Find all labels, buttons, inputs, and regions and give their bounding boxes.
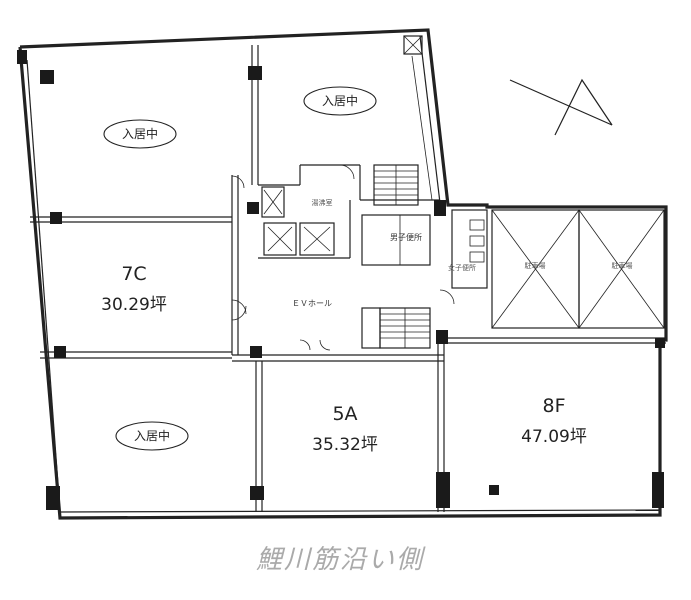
car-parks <box>491 209 665 329</box>
car-park-2-label: 駐車場 <box>612 261 633 270</box>
mens-toilet-label: 男子便所 <box>390 232 422 242</box>
top-right-shaft <box>403 35 433 201</box>
occupied-badge-label: 入居中 <box>134 428 170 443</box>
stair-top <box>373 164 419 206</box>
occupied-badge-bottom-left: 入居中 <box>115 421 189 451</box>
unit-7c-name: 7C <box>121 263 146 285</box>
unit-5a-area: 35.32坪 <box>312 435 378 455</box>
toilet-area <box>361 209 488 289</box>
occupied-badge-top-right: 入居中 <box>303 86 377 116</box>
elevators <box>261 186 335 256</box>
occupied-badge-top-left: 入居中 <box>103 119 177 149</box>
north-arrow-icon <box>509 78 613 136</box>
occupied-badge-label: 入居中 <box>322 93 358 108</box>
unit-8f-name: 8F <box>542 395 565 417</box>
pillars <box>17 50 665 510</box>
ev-hall-label: ＥＶホール <box>292 299 332 308</box>
kitchen-label: 湯沸室 <box>312 198 333 207</box>
car-park-1-label: 駐車場 <box>525 261 546 270</box>
stair-bottom <box>361 307 431 349</box>
womens-toilet-label: 女子便所 <box>448 263 476 272</box>
occupied-badge-label: 入居中 <box>122 126 158 141</box>
street-label: 鯉川筋沿い側 <box>256 545 426 575</box>
unit-8f-area: 47.09坪 <box>521 427 587 447</box>
doors <box>231 164 455 351</box>
unit-5a-name: 5A <box>332 403 357 425</box>
outer-walls <box>18 28 668 520</box>
unit-7c-area: 30.29坪 <box>101 295 167 315</box>
